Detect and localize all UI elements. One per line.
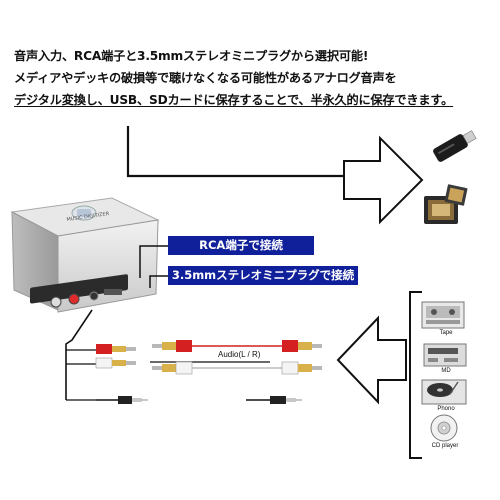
- cable-line-left: [65, 309, 93, 400]
- rca-plug-left-white: [95, 357, 136, 369]
- tape-deck-icon: [421, 301, 465, 329]
- bracket-rca: [139, 245, 168, 278]
- mini-plug-connection-badge: 3.5mmステレオミニプラグで接続: [168, 266, 358, 285]
- header-line-3: デジタル変換し、USB、SDカードに保存することで、半永久的に保存できます。: [14, 93, 454, 107]
- rca-plug-right-white: [281, 361, 322, 375]
- output-arrow: [343, 135, 424, 225]
- sd-card-icon: [424, 184, 468, 224]
- bracket-mini: [149, 275, 168, 288]
- cd-player-icon: [430, 414, 458, 442]
- rca-plug-right-red: [282, 340, 322, 352]
- rca-connection-badge: RCA端子で接続: [168, 236, 314, 255]
- source-label-phono: Phono: [437, 406, 455, 412]
- audio-cable-label: Audio(L / R): [218, 350, 261, 359]
- output-line: [126, 126, 358, 178]
- turntable-icon: [421, 379, 467, 405]
- usb-drive-icon: [433, 130, 477, 162]
- header-line-1: 音声入力、RCA端子と3.5mmステレオミニプラグから選択可能!: [14, 49, 369, 63]
- sources-bracket: [409, 291, 422, 459]
- md-player-icon: [423, 343, 467, 367]
- source-label-tape: Tape: [439, 330, 453, 336]
- rca-plug-mid-red: [152, 340, 192, 352]
- input-arrow: [336, 315, 407, 405]
- mini-plug-right: [246, 396, 302, 404]
- music-digitizer-device: [10, 197, 160, 313]
- device-label: MUSIC DIGITIZER: [66, 211, 110, 223]
- mini-plug-left: [96, 396, 148, 404]
- rca-plug-mid-white: [152, 361, 193, 375]
- header-line-2: メディアやデッキの破損等で聴けなくなる可能性があるアナログ音声を: [14, 71, 397, 85]
- source-label-cd-player: CD player: [431, 443, 459, 449]
- source-label-md: MD: [441, 368, 451, 374]
- rca-plug-left-red: [96, 344, 136, 354]
